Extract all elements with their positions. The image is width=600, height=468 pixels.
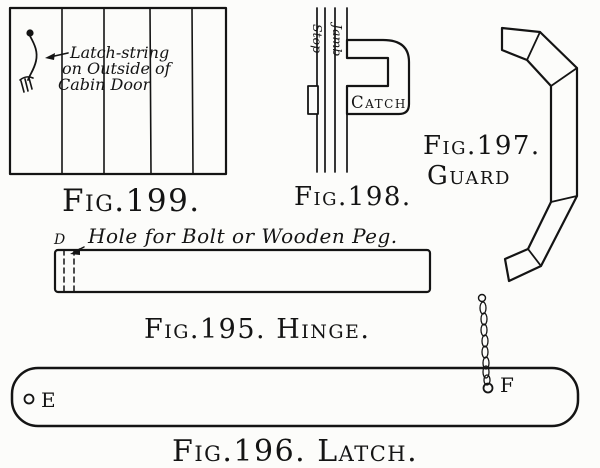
guard-bend-creases (526, 31, 578, 267)
fig199-caption: Fig.199. (62, 183, 201, 219)
jamb-label: Jamb (330, 21, 345, 56)
pivot-hole-e (23, 393, 35, 405)
fig195-hinge-drawing: D Hole for Bolt or Wooden Peg. Fig.195. … (53, 224, 432, 345)
fig198-caption: Fig.198. (294, 182, 412, 212)
latch-bar-outline (10, 366, 580, 428)
catch-label: Catch (351, 93, 407, 112)
guard-name-label: Guard (427, 161, 511, 191)
latch-string-note-line3: Cabin Door (58, 75, 152, 94)
latch-knob (26, 29, 34, 37)
point-d-label: D (53, 232, 65, 248)
latch-string-note-line2: on Outside of (62, 59, 174, 78)
stop-label: Stop (310, 24, 325, 53)
fig196-latch-drawing: E F Fig.196. Latch. (10, 293, 580, 468)
string-toggle (19, 76, 34, 93)
arrow-icon (45, 53, 55, 60)
fig195-caption: Fig.195. Hinge. (144, 314, 371, 345)
hole-note: Hole for Bolt or Wooden Peg. (87, 224, 398, 248)
latch-string-note-line1: Latch-string (69, 43, 169, 62)
door-plank-line (191, 7, 194, 175)
door-plank-line (149, 7, 152, 175)
catch-body (345, 38, 411, 116)
chain-links (479, 301, 491, 386)
fig196-caption: Fig.196. Latch. (172, 434, 418, 468)
latch-string (27, 35, 38, 81)
fig198-catch-drawing: Stop Jamb Catch Fig.198. (294, 7, 412, 212)
point-e-label: E (41, 388, 57, 412)
door-outline (8, 6, 228, 176)
fig199-cabin-door-drawing: Latch-string on Outside of Cabin Door Fi… (8, 6, 228, 219)
catch-plate (307, 85, 319, 115)
point-f-label: F (500, 373, 515, 397)
fig197-guard-drawing: Fig.197. Guard (423, 26, 579, 283)
chain-top-ring (477, 293, 487, 303)
hinge-bar-outline (53, 248, 432, 294)
string-hole-f (482, 382, 494, 394)
fig197-caption: Fig.197. (423, 131, 541, 161)
